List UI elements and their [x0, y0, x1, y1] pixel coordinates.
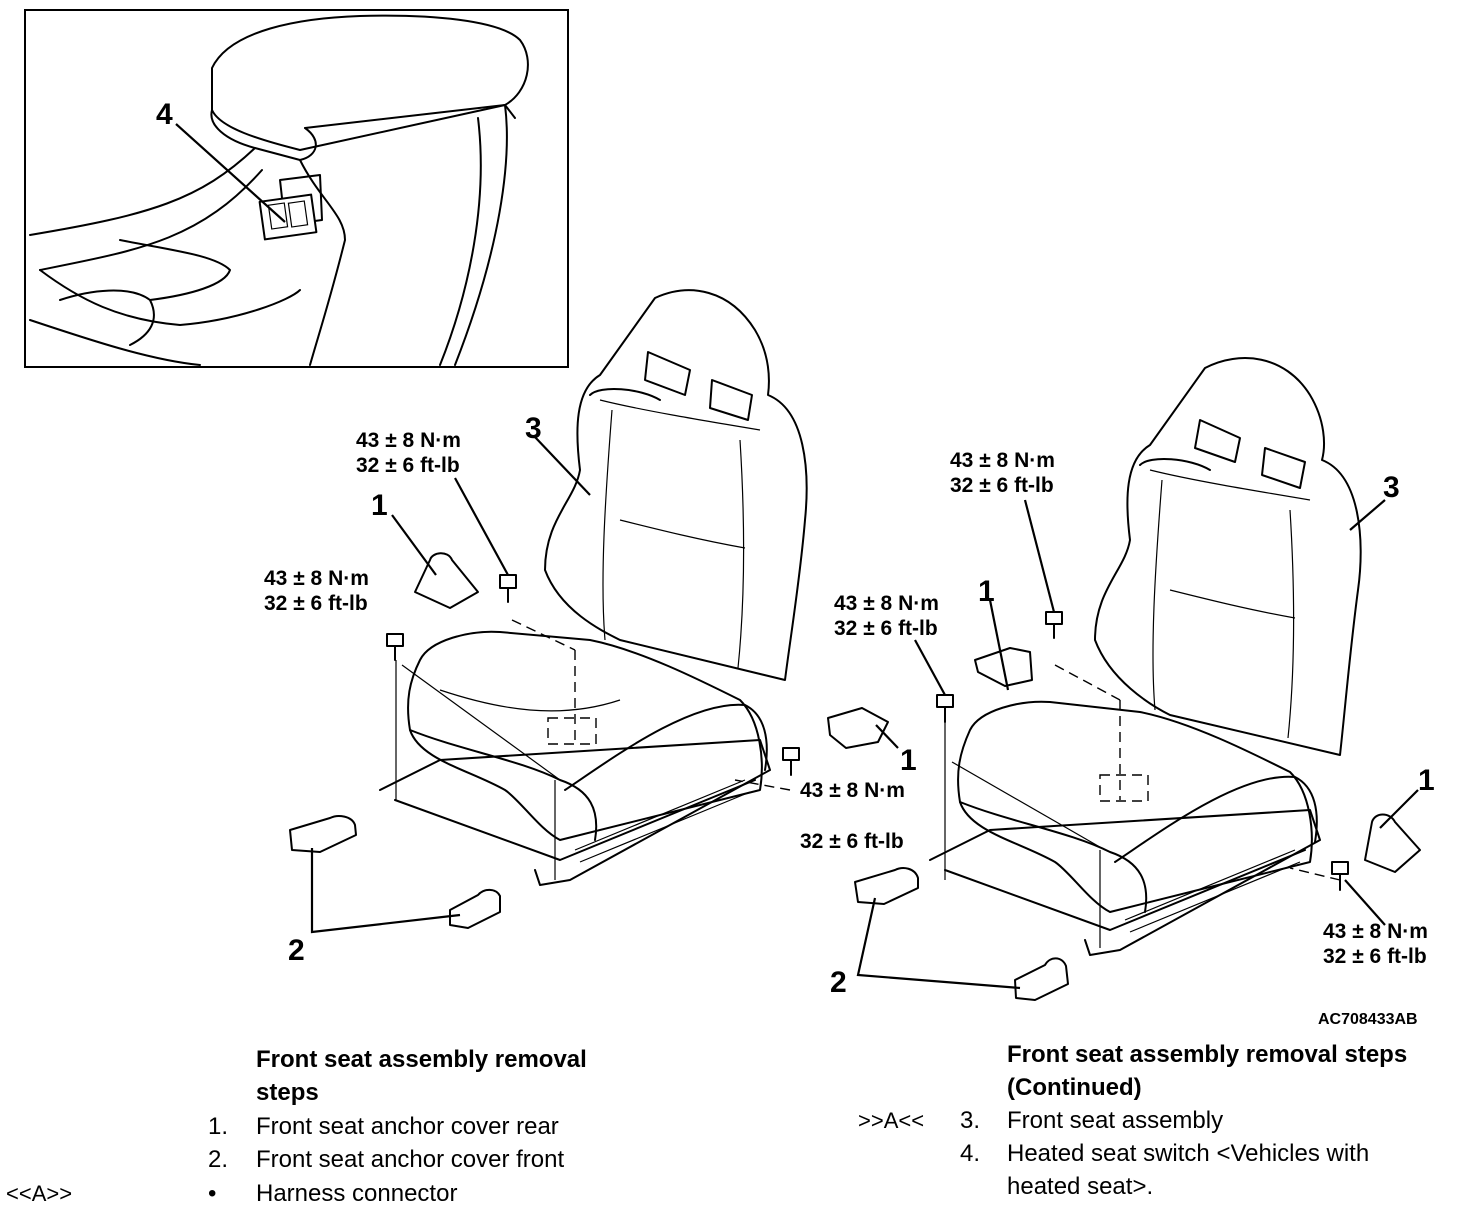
left-heading-line1: Front seat assembly removal — [256, 1046, 587, 1073]
right-heading-line1: Front seat assembly removal steps — [1007, 1041, 1408, 1068]
callout-4-inset: 4 — [156, 98, 173, 131]
step-4-text-continued: heated seat>. — [1007, 1173, 1154, 1200]
step-2-number: 2. — [208, 1146, 229, 1173]
callout-2-right: 2 — [830, 966, 847, 999]
callout-1-right-mid: 1 — [900, 744, 917, 777]
step-1-text: Front seat anchor cover rear — [256, 1113, 559, 1140]
torque-d-imperial: 32 ± 6 ft-lb — [950, 474, 1054, 497]
torque-a-metric: 43 ± 8 N·m — [356, 429, 461, 452]
step-4-number: 4. — [960, 1140, 981, 1167]
torque-e-metric: 43 ± 8 N·m — [834, 592, 939, 615]
torque-f-imperial: 32 ± 6 ft-lb — [1323, 945, 1427, 968]
callout-1-left: 1 — [371, 489, 388, 522]
step-2-text: Front seat anchor cover front — [256, 1146, 565, 1173]
torque-d-metric: 43 ± 8 N·m — [950, 449, 1055, 472]
callout-1-right-far: 1 — [1418, 764, 1435, 797]
console-inset: 4 — [24, 9, 569, 368]
right-heading-line2: (Continued) — [1007, 1074, 1142, 1101]
step-4-text: Heated seat switch <Vehicles with — [1007, 1140, 1370, 1167]
step-3-number: 3. — [960, 1107, 981, 1134]
left-seat — [289, 289, 808, 934]
callout-1-right-top: 1 — [978, 575, 995, 608]
torque-a-imperial: 32 ± 6 ft-lb — [356, 454, 460, 477]
callout-2-left: 2 — [288, 934, 305, 967]
torque-c-metric: 43 ± 8 N·m — [800, 779, 905, 802]
step-1-number: 1. — [208, 1113, 229, 1140]
step-3-marker: >>A<< — [858, 1108, 925, 1133]
torque-b-imperial: 32 ± 6 ft-lb — [264, 592, 368, 615]
step-3-text: Front seat assembly — [1007, 1107, 1224, 1134]
torque-b-metric: 43 ± 8 N·m — [264, 567, 369, 590]
left-heading-line2: steps — [256, 1079, 319, 1106]
step-harness-marker: <<A>> — [6, 1181, 73, 1206]
figure-id-code: AC708433AB — [1318, 1011, 1418, 1028]
right-seat — [827, 357, 1421, 1001]
step-harness-bullet: • — [208, 1180, 217, 1207]
torque-f-metric: 43 ± 8 N·m — [1323, 920, 1428, 943]
torque-c-imperial: 32 ± 6 ft-lb — [800, 830, 904, 853]
callout-3-right: 3 — [1383, 471, 1400, 504]
torque-e-imperial: 32 ± 6 ft-lb — [834, 617, 938, 640]
callout-3-left: 3 — [525, 412, 542, 445]
step-harness-text: Harness connector — [256, 1180, 458, 1207]
